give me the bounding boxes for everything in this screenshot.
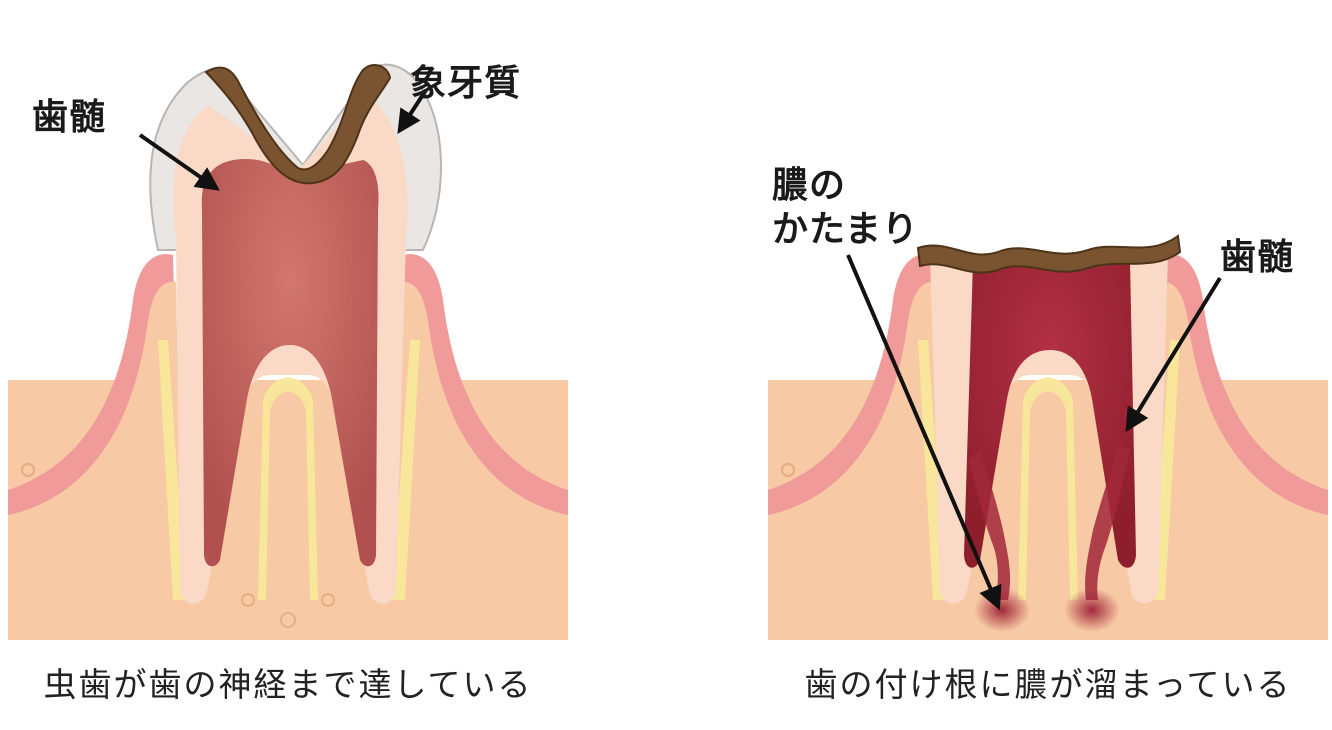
dentin-arrow [397, 88, 428, 135]
pulp-chamber-infected [964, 262, 1136, 568]
pulp-arrow [138, 133, 220, 191]
pus-mass-left [974, 588, 1030, 632]
pulp-label: 歯髄 [32, 97, 107, 138]
pulp-label: 歯髄 [1220, 237, 1295, 278]
tooth-cross-section-decay-to-pulp [8, 63, 568, 640]
ligament-right [392, 340, 420, 600]
ligament-left [158, 340, 186, 600]
pus-mass-label-line2: かたまり [772, 209, 919, 250]
pulp-chamber [201, 158, 379, 567]
crown-fracture-edge [916, 234, 1182, 274]
pus-stream-right [1085, 445, 1130, 600]
pus-stream-left [968, 450, 1011, 600]
tooth-cross-section-root-abscess [768, 234, 1328, 640]
right-panel: 膿の かたまり 歯髄 歯の付け根に膿が溜まっている [768, 0, 1328, 730]
right-caption: 歯の付け根に膿が溜まっている [804, 665, 1292, 704]
dentin-label: 象牙質 [410, 63, 522, 104]
pus-mass-right [1064, 588, 1120, 632]
pus-arrow [846, 254, 1002, 611]
pus-mass-label-line1: 膿の [772, 165, 847, 206]
pus-mass-label: 膿の かたまり [772, 164, 919, 252]
cavity-decay [204, 63, 392, 185]
pulp-arrow [1125, 276, 1222, 433]
left-panel: 歯髄 象牙質 虫歯が歯の神経まで達している [8, 0, 568, 730]
left-caption: 虫歯が歯の神経まで達している [43, 665, 533, 704]
